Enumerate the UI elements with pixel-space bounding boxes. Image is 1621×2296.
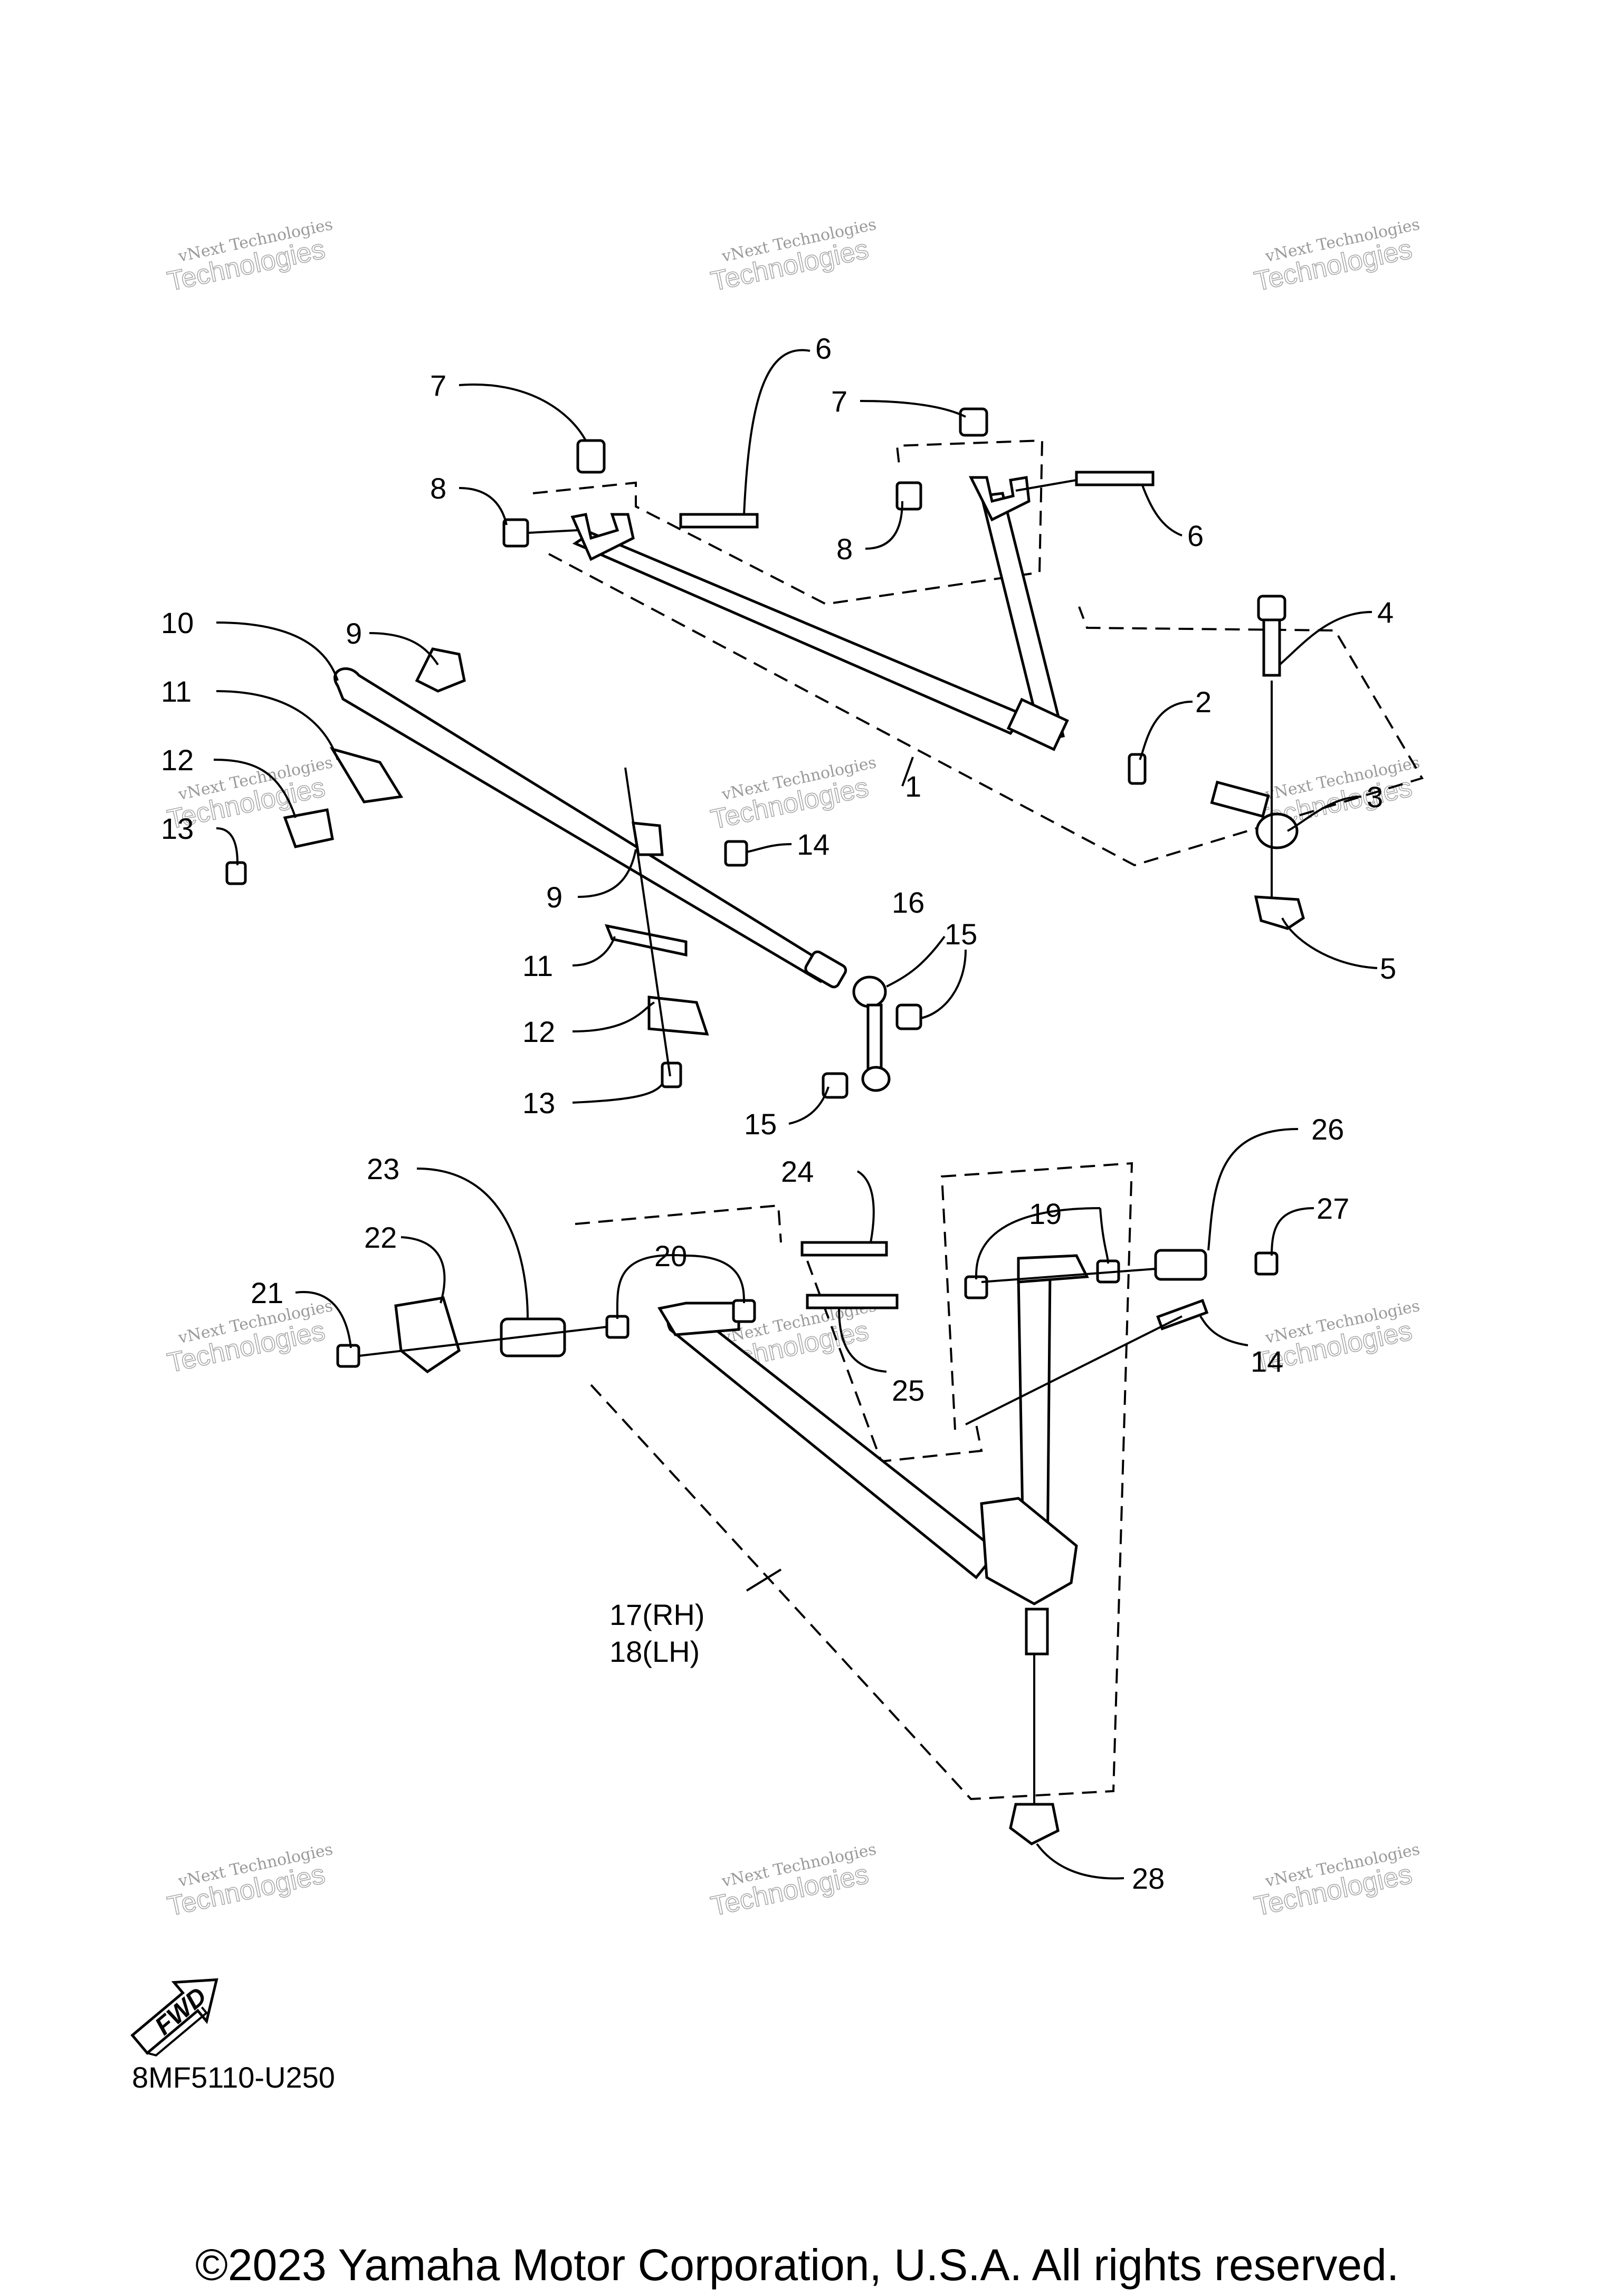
ball-joint-3-eye [1255,812,1299,849]
callout-6a: 6 [815,332,832,365]
callout-7b: 7 [831,385,847,418]
callout-23: 23 [367,1152,399,1185]
callout-6b: 6 [1187,519,1204,552]
callout-25: 25 [892,1374,924,1407]
callout-15b: 15 [744,1107,777,1141]
callout-26: 26 [1311,1113,1344,1146]
assembly-outlines [532,439,1424,1801]
bolt-4-head [1257,595,1286,621]
leader-lines [213,349,1378,1880]
holder-12a [283,808,334,848]
nut-15a [895,1003,922,1030]
copyright-notice: ©2023 Yamaha Motor Corporation, U.S.A. A… [195,2240,1399,2290]
bolt-6b [1075,471,1155,486]
collar-20b [732,1299,756,1323]
callout-8b: 8 [836,532,853,566]
callout-18: 18(LH) [609,1635,700,1668]
callout-2: 2 [1195,685,1212,719]
callout-20: 20 [654,1239,687,1273]
bolt-6a [679,513,759,529]
ball-stud [1025,1608,1049,1656]
collar-26 [1154,1249,1207,1281]
bush-11a [329,747,404,803]
upper-arm [570,476,1069,751]
callout-13a: 13 [161,812,194,845]
nut-15b [822,1072,848,1099]
callout-28: 28 [1132,1862,1165,1895]
callout-14a: 14 [797,828,829,861]
callout-5: 5 [1380,952,1396,985]
nut-21 [336,1344,360,1368]
bolt-14a [724,840,748,867]
callout-12a: 12 [161,743,194,777]
callout-7a: 7 [430,369,446,402]
link-rod [822,975,922,1099]
callout-14b: 14 [1251,1345,1283,1378]
nut-8b [895,481,922,511]
ball-joint-3 [1210,780,1270,818]
collar-7b [959,407,988,437]
nut-27 [1254,1251,1279,1276]
callout-27: 27 [1317,1192,1349,1225]
callout-4: 4 [1377,596,1394,629]
callout-3: 3 [1367,780,1383,814]
callout-9b: 9 [546,881,562,914]
callout-11b: 11 [522,949,553,982]
callout-12b: 12 [522,1015,555,1048]
callout-9a: 9 [346,617,362,650]
pin-2 [1128,753,1147,785]
bolt-24 [800,1241,888,1257]
callout-8a: 8 [430,472,446,505]
bracket-22 [394,1296,461,1374]
upper-small-parts [502,407,1305,930]
holder-12b [647,996,709,1036]
callout-24: 24 [781,1155,814,1188]
holder-9a [415,647,466,693]
callout-21: 21 [251,1276,283,1309]
lower-arm [336,1241,1279,1845]
callout-16: 16 [892,886,924,919]
nut-8a [502,518,529,548]
bolt-13b [661,1061,682,1088]
bush-11b [604,924,688,957]
bolt-4 [1262,616,1281,677]
collar-19a [964,1275,988,1299]
bolt-13a [225,861,247,885]
callout-10: 10 [161,606,194,639]
callout-22: 22 [364,1221,397,1254]
nut-28 [1009,1803,1060,1845]
callout-19: 19 [1029,1197,1062,1230]
collar-23 [500,1317,566,1357]
callout-13b: 13 [522,1086,555,1120]
callout-labels: 1 2 3 4 5 6 6 7 7 8 8 9 9 10 11 11 12 12… [161,332,1396,1895]
callout-1: 1 [905,770,921,803]
cover-5 [1254,895,1305,930]
collar-20a [605,1315,630,1339]
callout-15a: 15 [945,917,977,951]
callout-11a: 11 [161,675,192,708]
callout-17: 17(RH) [609,1598,704,1631]
drawing-code: 8MF5110-U250 [132,2061,335,2094]
bolt-25 [806,1294,899,1309]
fwd-arrow-icon: FWD [130,1978,218,2056]
stabilizer-bar [225,647,847,1088]
collar-7a [576,439,606,474]
